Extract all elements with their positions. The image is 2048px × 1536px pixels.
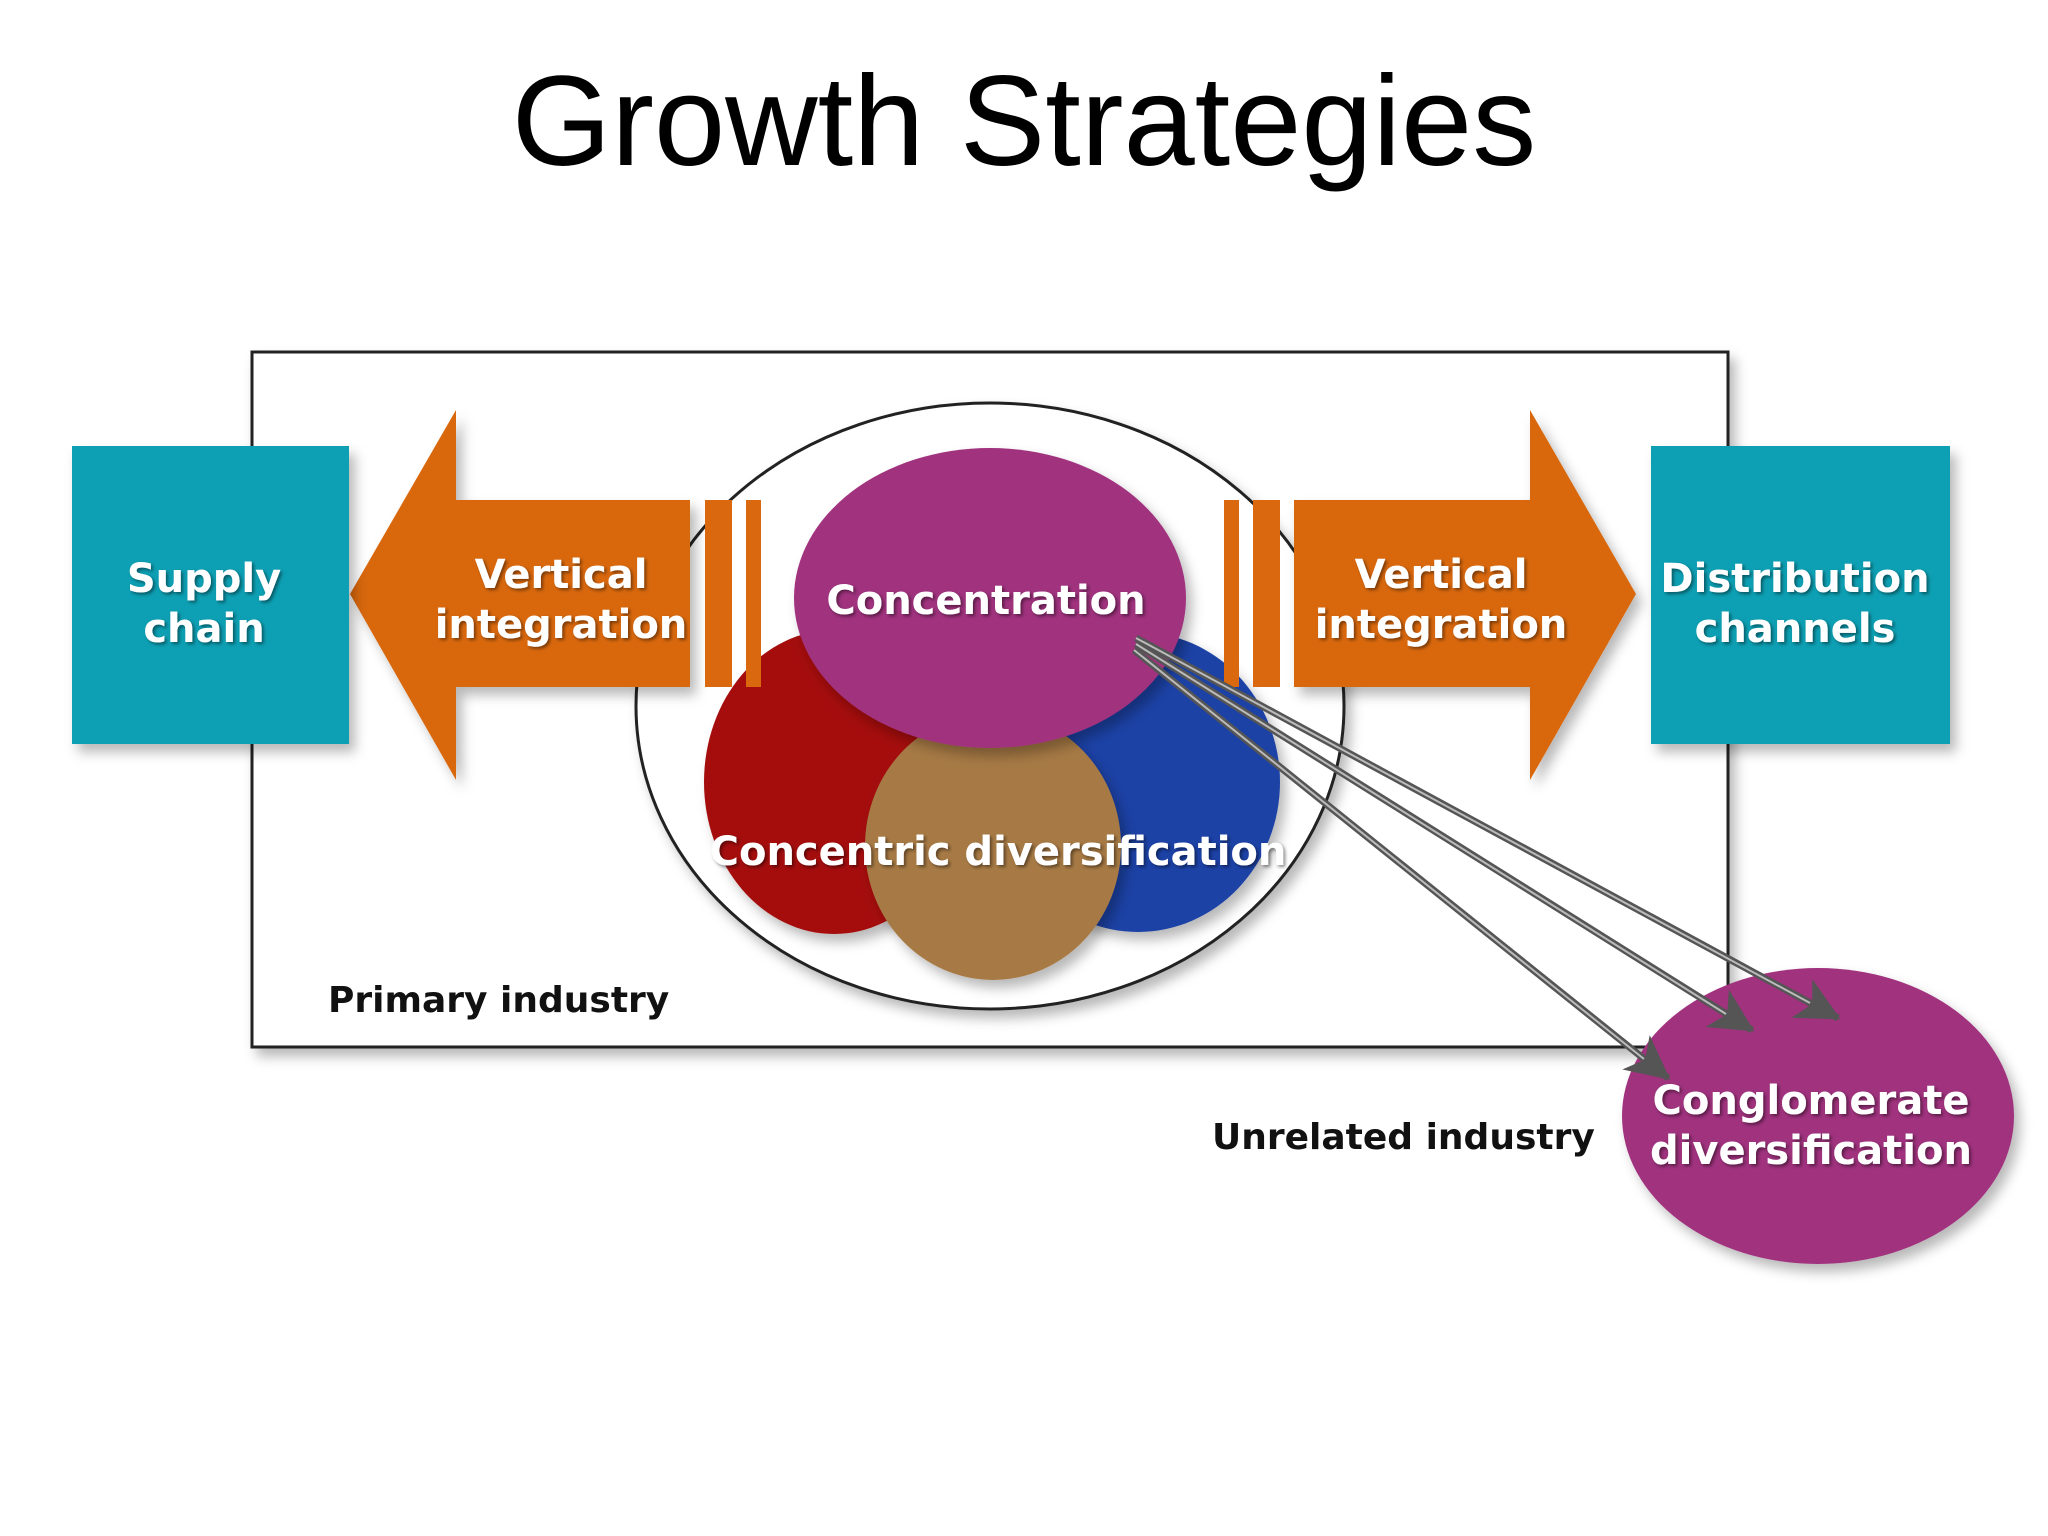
vertical-integration-left-label-line1: Vertical <box>475 552 648 598</box>
tan-circle <box>865 712 1121 980</box>
vertical-integration-left-label-line2: integration <box>435 602 688 648</box>
left-arrow-stripe-1 <box>705 500 732 687</box>
vertical-integration-right-arrow <box>1294 410 1636 780</box>
conglomerate-arrow-3-highlight <box>1133 649 1645 1060</box>
supply-chain-label-line1: Supply <box>127 556 281 602</box>
concentration-label: Concentration <box>826 578 1145 624</box>
supply-chain-label-line2: chain <box>143 606 264 652</box>
distribution-channels-label-line2: channels <box>1695 606 1896 652</box>
conglomerate-arrow-2-highlight <box>1135 643 1727 1015</box>
vertical-integration-left-arrow <box>350 410 690 780</box>
unrelated-industry-label: Unrelated industry <box>1212 1117 1595 1158</box>
concentration-ellipse <box>794 448 1186 748</box>
right-arrow-stripe-1 <box>1224 500 1239 687</box>
supply-chain-box <box>72 446 349 744</box>
conglomerate-ellipse <box>1622 968 2014 1264</box>
left-arrow-stripe-2 <box>746 500 761 687</box>
right-arrow-stripe-2 <box>1253 500 1280 687</box>
conglomerate-label-line2: diversification <box>1650 1128 1972 1174</box>
concentric-diversification-label: Concentric diversification <box>710 829 1287 875</box>
distribution-channels-label-line1: Distribution <box>1660 556 1929 602</box>
slide-title: Growth Strategies <box>511 50 1537 193</box>
primary-industry-label: Primary industry <box>328 980 669 1021</box>
conglomerate-arrow-1-highlight <box>1135 637 1811 1004</box>
vertical-integration-right-label-line1: Vertical <box>1355 552 1528 598</box>
vertical-integration-right-label-line2: integration <box>1315 602 1568 648</box>
conglomerate-label-line1: Conglomerate <box>1653 1078 1970 1124</box>
distribution-channels-box <box>1651 446 1950 744</box>
